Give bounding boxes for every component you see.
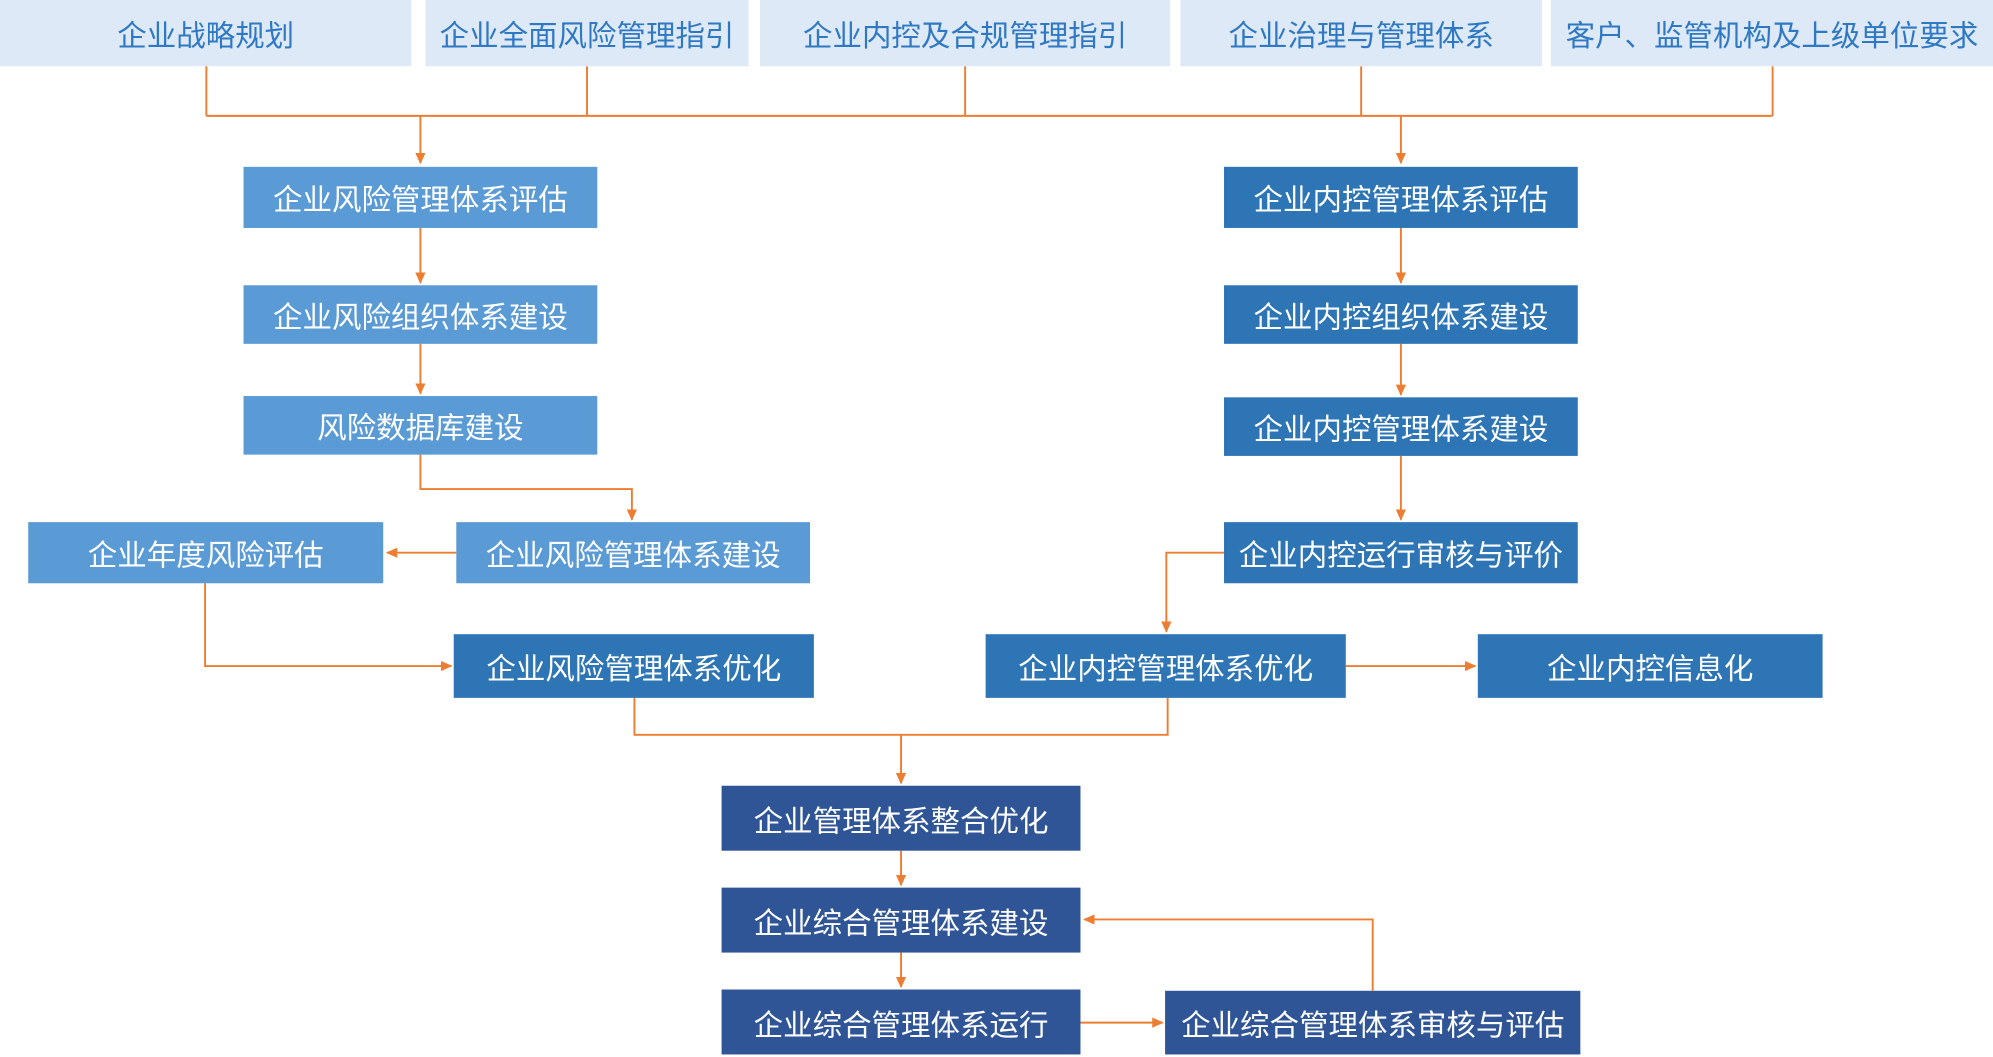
control-system-assessment: 企业内控管理体系评估 — [1224, 166, 1578, 228]
control-organization-building: 企业内控组织体系建设 — [1224, 285, 1578, 344]
integrated-system-building: 企业综合管理体系建设 — [721, 887, 1081, 953]
risk-system-building: 企业风险管理体系建设 — [456, 522, 811, 584]
control-informatization: 企业内控信息化 — [1477, 634, 1823, 698]
integrated-system-audit: 企业综合管理体系审核与评估 — [1165, 990, 1581, 1055]
control-system-optimization: 企业内控管理体系优化 — [985, 634, 1346, 698]
risk-system-optimization: 企业风险管理体系优化 — [453, 634, 814, 698]
control-operation-audit: 企业内控运行审核与评价 — [1224, 522, 1578, 584]
source-strategy-planning: 企业战略规划 — [0, 0, 412, 67]
risk-system-assessment: 企业风险管理体系评估 — [243, 166, 598, 228]
source-internal-control-compliance-guideline: 企业内控及合规管理指引 — [760, 0, 1171, 67]
source-risk-management-guideline: 企业全面风险管理指引 — [425, 0, 749, 67]
control-system-building: 企业内控管理体系建设 — [1224, 397, 1578, 456]
risk-database-building: 风险数据库建设 — [243, 396, 598, 455]
risk-organization-building: 企业风险组织体系建设 — [243, 285, 598, 344]
source-external-requirements: 客户、监管机构及上级单位要求 — [1550, 0, 1993, 67]
management-system-integration: 企业管理体系整合优化 — [721, 785, 1081, 851]
source-governance-system: 企业治理与管理体系 — [1180, 0, 1542, 67]
annual-risk-assessment: 企业年度风险评估 — [28, 522, 384, 584]
integrated-system-operation: 企业综合管理体系运行 — [721, 989, 1081, 1055]
